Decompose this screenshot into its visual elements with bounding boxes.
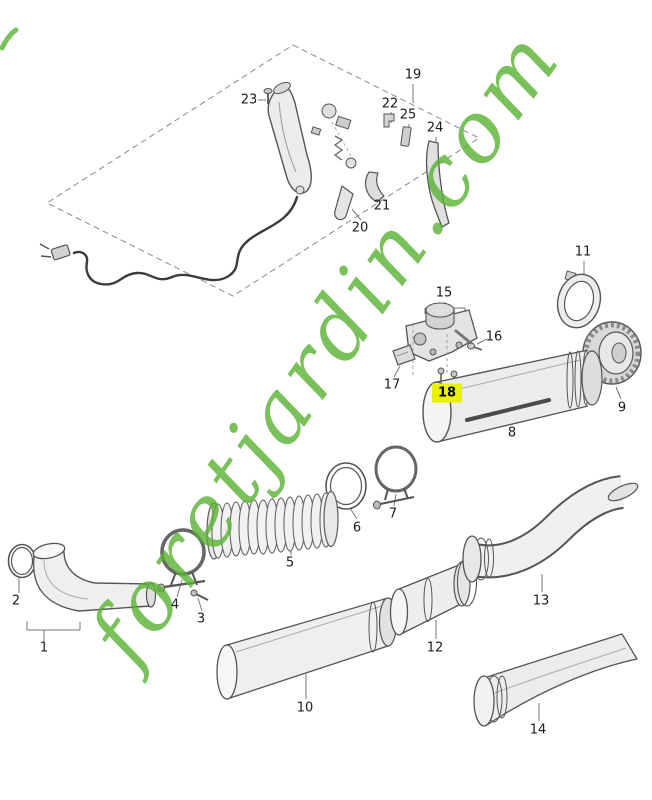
part-12-nozzle xyxy=(389,557,478,636)
part-17-plate xyxy=(392,344,416,366)
part-label-5[interactable]: 5 xyxy=(285,555,295,571)
part-label-22[interactable]: 22 xyxy=(381,96,399,112)
part-label-24[interactable]: 24 xyxy=(426,120,444,136)
part-label-8[interactable]: 8 xyxy=(507,425,517,441)
part-label-20[interactable]: 20 xyxy=(351,220,369,236)
part-label-1[interactable]: 1 xyxy=(39,640,49,656)
part-label-7[interactable]: 7 xyxy=(388,506,398,522)
part-14-flat-nozzle xyxy=(473,633,638,727)
part-24-lever xyxy=(425,140,450,228)
part-label-25[interactable]: 25 xyxy=(399,107,417,123)
assembly-19-outline xyxy=(45,44,481,297)
part-11-hanging-loop xyxy=(556,270,602,329)
part-8-blower-tube xyxy=(422,349,603,443)
part-10-straight-tube xyxy=(216,597,398,700)
part-label-4[interactable]: 4 xyxy=(170,597,180,613)
part-16-screw xyxy=(467,342,483,351)
part-label-9[interactable]: 9 xyxy=(617,400,627,416)
control-handle-drawing xyxy=(267,81,312,195)
part-label-18-selected[interactable]: 18 xyxy=(431,383,463,403)
part-6-ring xyxy=(325,462,367,510)
part-label-21[interactable]: 21 xyxy=(373,198,391,214)
part-label-3[interactable]: 3 xyxy=(196,611,206,627)
switch-parts-cluster xyxy=(310,103,357,169)
part-label-11[interactable]: 11 xyxy=(574,244,592,260)
part-20-lever xyxy=(334,185,354,221)
part-label-2[interactable]: 2 xyxy=(11,593,21,609)
part-2-ring xyxy=(7,543,37,579)
part-3-screw xyxy=(190,589,209,601)
part-label-17[interactable]: 17 xyxy=(383,377,401,393)
part-label-16[interactable]: 16 xyxy=(485,329,503,345)
part-1-elbow-tube xyxy=(32,542,157,612)
part-22-clip xyxy=(383,113,395,128)
throttle-cable-drawing xyxy=(39,195,299,286)
part-label-6[interactable]: 6 xyxy=(352,520,362,536)
part-label-19[interactable]: 19 xyxy=(404,67,422,83)
part-label-13[interactable]: 13 xyxy=(532,593,550,609)
part-25-sleeve xyxy=(400,126,412,147)
part-5-flex-hose xyxy=(206,490,339,560)
part-label-14[interactable]: 14 xyxy=(529,722,547,738)
part-label-23[interactable]: 23 xyxy=(240,92,258,108)
part-23-screw xyxy=(263,88,273,104)
part-label-12[interactable]: 12 xyxy=(426,640,444,656)
part-4-clamp xyxy=(157,528,206,593)
watermark-corner-mark xyxy=(0,27,19,51)
part-7-clamp xyxy=(373,445,418,510)
part-label-15[interactable]: 15 xyxy=(435,285,453,301)
part-label-10[interactable]: 10 xyxy=(296,700,314,716)
part-13-curved-tube xyxy=(462,475,639,583)
part-15-engine-bracket xyxy=(405,302,478,378)
part-21-trigger xyxy=(364,171,385,203)
